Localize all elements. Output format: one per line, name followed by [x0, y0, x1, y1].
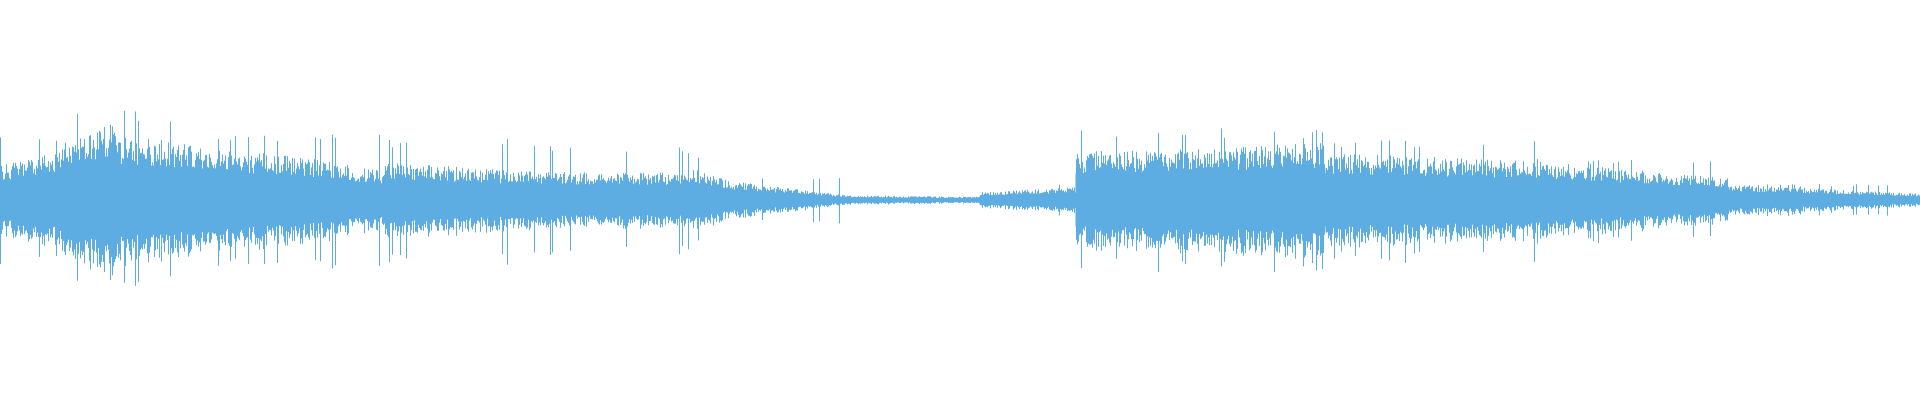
waveform-core: [0, 156, 1920, 244]
waveform-bars: [0, 110, 1920, 286]
